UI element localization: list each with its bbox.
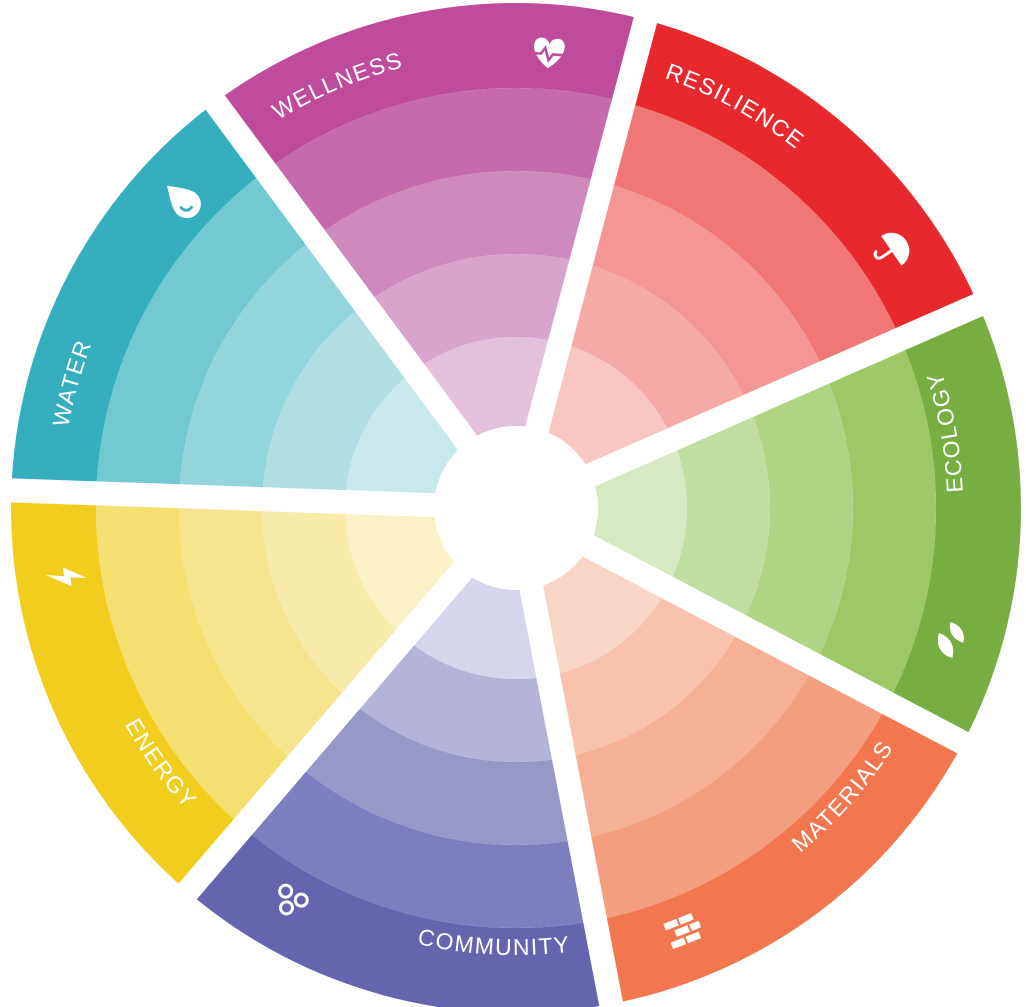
segment-ecology-ring-1 xyxy=(887,304,1021,743)
segment-wellness-ring-4 xyxy=(364,254,582,371)
segment-community xyxy=(187,570,612,1007)
segment-divider xyxy=(524,7,660,437)
center-hub xyxy=(434,426,598,590)
segment-water-ring-1 xyxy=(11,102,266,494)
segment-materials-ring-4 xyxy=(548,587,741,758)
segment-divider xyxy=(581,289,993,489)
water-drop-icon xyxy=(166,185,201,219)
segment-divider xyxy=(518,581,624,1007)
segment-community-ring-2 xyxy=(242,763,596,928)
segment-energy-ring-3 xyxy=(179,496,351,764)
segment-divider xyxy=(578,533,978,759)
segment-resilience-ring-4 xyxy=(559,262,749,440)
segment-community-ring-4 xyxy=(350,637,564,762)
bricks-icon xyxy=(663,912,702,950)
segment-water-ring-4 xyxy=(262,304,415,503)
umbrella-icon xyxy=(873,232,910,266)
segment-water-ring-3 xyxy=(179,237,365,500)
segment-resilience-ring-2 xyxy=(602,102,901,373)
lightning-bolt-icon xyxy=(45,567,87,587)
segment-ecology-ring-3 xyxy=(740,372,853,665)
segment-resilience-ring-1 xyxy=(623,19,979,340)
wheel-icons xyxy=(45,37,964,950)
segment-materials-ring-3 xyxy=(563,626,815,839)
heart-pulse-icon xyxy=(526,37,571,69)
segment-water-ring-2 xyxy=(96,170,316,497)
segment-divider xyxy=(199,87,480,454)
segment-wellness-ring-3 xyxy=(315,170,603,305)
segment-energy-ring-2 xyxy=(95,493,297,828)
people-icon xyxy=(278,883,309,916)
segment-energy-ring-4 xyxy=(262,499,405,701)
segment-materials-ring-2 xyxy=(579,664,888,921)
segment-divider xyxy=(171,558,476,907)
segment-community-ring-1 xyxy=(187,827,612,1007)
segment-divider xyxy=(0,478,440,518)
segment-ecology-ring-4 xyxy=(667,405,770,627)
segment-community-ring-3 xyxy=(296,700,580,845)
segment-ecology-ring-2 xyxy=(814,339,936,704)
leaves-icon xyxy=(937,622,964,659)
segment-wellness-ring-2 xyxy=(265,88,624,238)
segment-resilience-ring-3 xyxy=(581,182,825,406)
segment-energy-ring-1 xyxy=(10,490,243,892)
segment-energy xyxy=(10,490,463,892)
